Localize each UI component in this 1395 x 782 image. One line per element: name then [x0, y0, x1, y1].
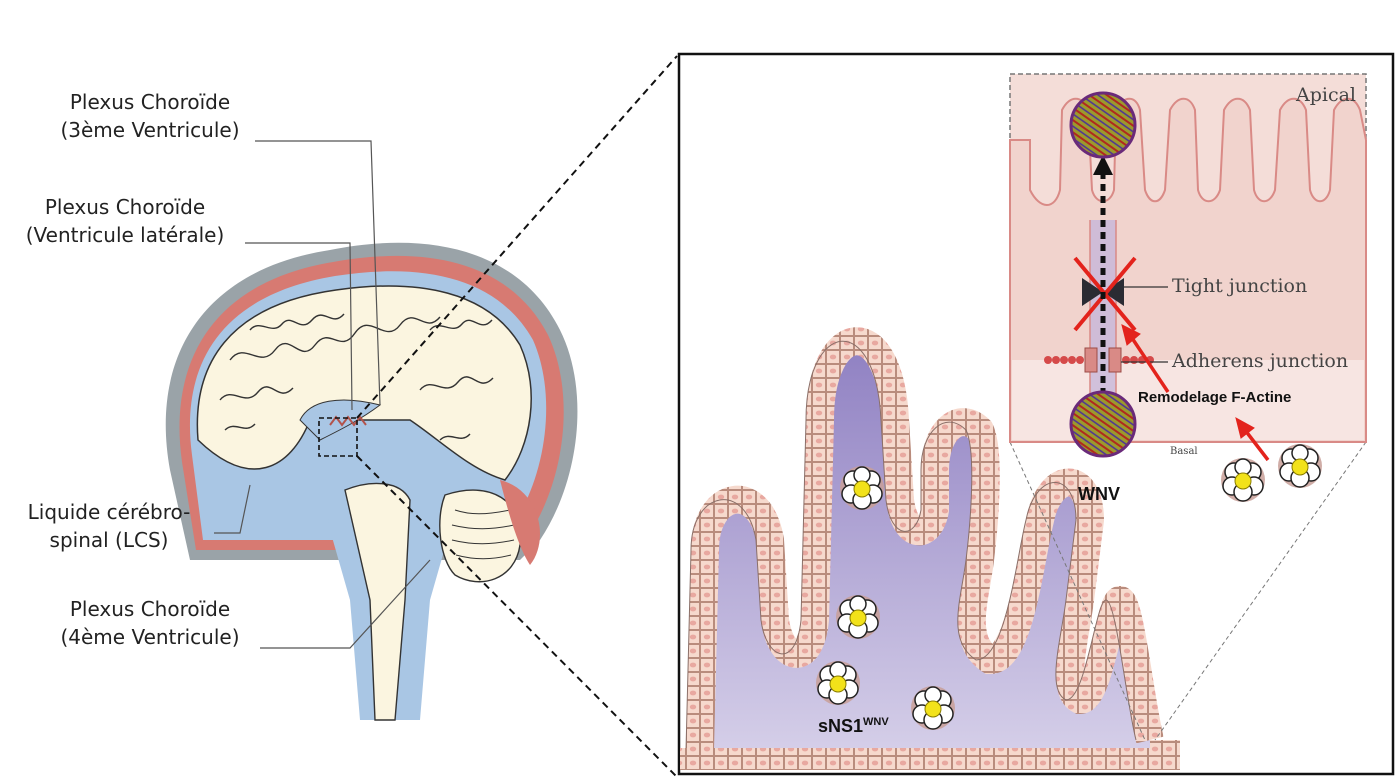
label-sns1-sup: WNV	[863, 716, 889, 728]
label-lcs-line2: spinal (LCS)	[4, 526, 214, 554]
label-plexus-lateral-line1: Plexus Choroïde	[10, 193, 240, 221]
label-sns1: sNS1WNV	[818, 716, 889, 737]
label-remodelage: Remodelage F-Actine	[1138, 389, 1291, 406]
label-plexus-4eme-line1: Plexus Choroïde	[40, 595, 260, 623]
label-basal: Basal	[1170, 446, 1198, 457]
label-plexus-3eme: Plexus Choroïde (3ème Ventricule)	[40, 88, 260, 144]
label-sns1-main: sNS1	[818, 716, 863, 736]
label-lcs: Liquide cérébro- spinal (LCS)	[4, 498, 214, 554]
label-apical: Apical	[1296, 84, 1356, 106]
label-wnv: WNV	[1078, 484, 1120, 505]
label-plexus-3eme-line1: Plexus Choroïde	[40, 88, 260, 116]
label-plexus-lateral-line2: (Ventricule latérale)	[10, 221, 240, 249]
label-plexus-4eme-line2: (4ème Ventricule)	[40, 623, 260, 651]
label-plexus-4eme: Plexus Choroïde (4ème Ventricule)	[40, 595, 260, 651]
label-plexus-3eme-line2: (3ème Ventricule)	[40, 116, 260, 144]
label-tight-junction: Tight junction	[1172, 275, 1307, 297]
label-plexus-lateral: Plexus Choroïde (Ventricule latérale)	[10, 193, 240, 249]
label-lcs-line1: Liquide cérébro-	[4, 498, 214, 526]
label-adherens-junction: Adherens junction	[1172, 350, 1348, 372]
